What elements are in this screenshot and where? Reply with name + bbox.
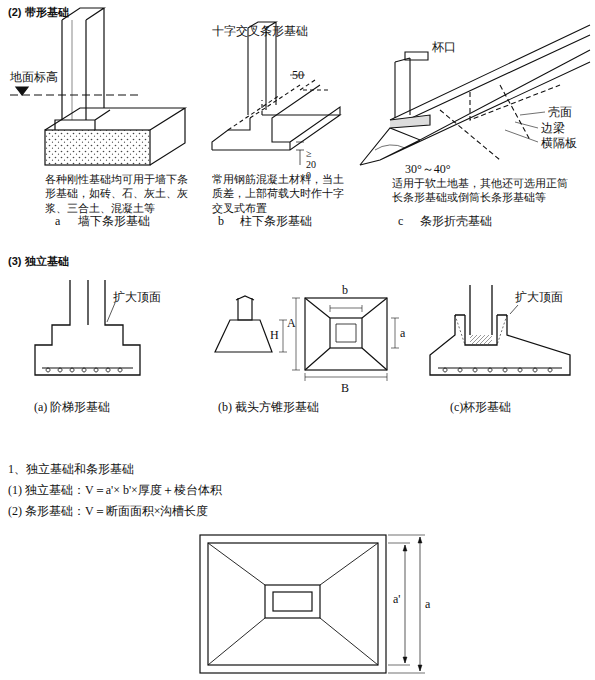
wall-strip-footing	[10, 8, 185, 165]
figure-label: 墙下条形基础	[78, 214, 150, 229]
section-heading: (2) 带形基础	[8, 6, 69, 20]
section-heading: (3) 独立基础	[8, 255, 69, 269]
figure-label: 条形折壳基础	[420, 214, 492, 229]
column-strip-footing	[212, 22, 340, 165]
figure-label: 扩大顶面	[113, 290, 161, 305]
figure-label: (1) 独立基础：V＝a'× b'×厚度＋棱台体积	[8, 483, 222, 498]
figure-label: 柱下条形基础	[240, 214, 312, 229]
figure-label: (c)杯形基础	[450, 400, 511, 415]
figure-label: 扩大顶面	[515, 290, 563, 305]
figure-label: a'	[393, 592, 401, 607]
figure-label: 30°～40°	[405, 162, 451, 177]
description-text: 适用于软土地基，其他还可选用正筒长条形基础或倒筒长条形基础等	[392, 176, 568, 205]
figure-label: a	[55, 214, 60, 229]
cup-footing	[430, 285, 570, 375]
figure-label: b	[218, 214, 224, 229]
truncated-pyramid-footing	[215, 296, 399, 381]
folded-shell-footing	[360, 25, 590, 165]
description-text: 各种刚性基础均可用于墙下条形基础，如砖、石、灰土、灰浆、三合土、混凝土等	[45, 172, 193, 215]
figure-label: (b) 截头方锥形基础	[218, 400, 319, 415]
figure-label: c	[398, 214, 403, 229]
figure-label: H	[270, 328, 279, 343]
figure-label: (a) 阶梯形基础	[34, 400, 110, 415]
figure-label: 50	[292, 68, 304, 83]
figure-label: a	[425, 597, 430, 612]
figure-label: 杯口	[432, 40, 456, 55]
description-text: 常用钢筋混凝土材料，当土质差，上部荷载大时作十字交叉式布置	[212, 172, 347, 215]
figure-label: 横隔板	[541, 136, 577, 151]
figure-label: a	[400, 326, 405, 341]
figure-label: A	[287, 316, 296, 331]
figure-label: 十字交叉条形基础	[212, 24, 308, 39]
figure-label: 壳面	[548, 105, 572, 120]
plan-view-footing	[200, 535, 425, 673]
figure-label: b	[342, 283, 348, 298]
figure-label: (2) 条形基础：V＝断面面积×沟槽长度	[8, 504, 208, 519]
figure-label: B	[341, 381, 349, 396]
figure-label: 1、独立基础和条形基础	[8, 462, 134, 477]
figure-label: 边梁	[541, 121, 565, 136]
figure-label: 地面标高	[10, 70, 58, 85]
